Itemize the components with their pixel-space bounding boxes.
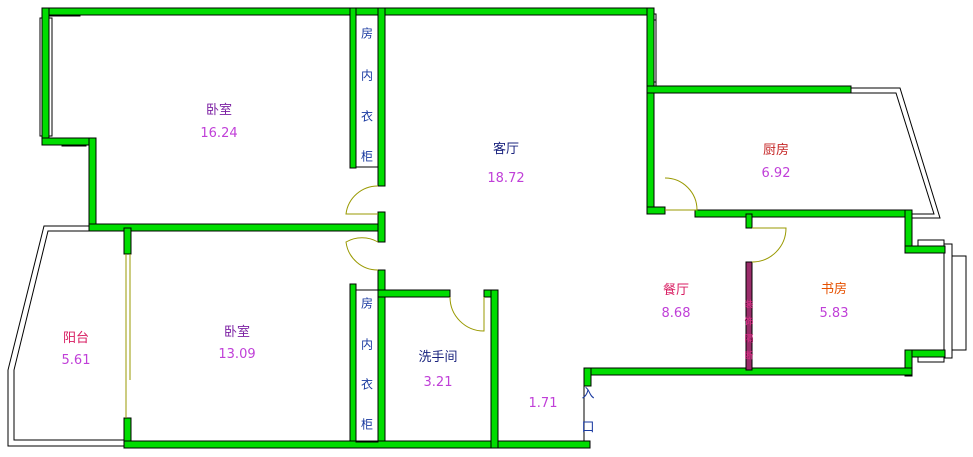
kitchen-name: 厨房 <box>762 143 790 158</box>
washroom-name: 洗手间 <box>418 350 458 365</box>
entrance-char-2: 口 <box>581 420 595 436</box>
living-area: 18.72 <box>487 171 525 186</box>
partition-char-2: 饰 <box>744 317 754 328</box>
closet-bottom-char-3: 衣 <box>360 377 374 392</box>
partition-char-1: 装 <box>744 300 754 311</box>
closet-bottom-char-2: 内 <box>360 337 374 352</box>
closet-lines <box>355 14 585 443</box>
balcony-outline <box>7 225 126 447</box>
kitchen-outline <box>850 87 941 219</box>
study-name: 书房 <box>820 282 848 297</box>
closet-top-char-1: 房 <box>360 26 374 41</box>
study-area: 5.83 <box>819 306 849 321</box>
kitchen-area: 6.92 <box>761 166 791 181</box>
dining-name: 餐厅 <box>662 283 690 298</box>
closet-top-char-3: 衣 <box>360 109 374 124</box>
living-name: 客厅 <box>492 142 520 157</box>
entrance-char-1: 入 <box>581 386 595 402</box>
dining-area: 8.68 <box>661 306 691 321</box>
closet-top-char-2: 内 <box>360 68 374 83</box>
bedroom2-area: 13.09 <box>218 347 256 362</box>
partition-char-4: 断 <box>744 351 754 362</box>
entry-area: 1.71 <box>528 396 558 411</box>
door-swings <box>125 177 787 418</box>
washroom-area: 3.21 <box>423 375 453 390</box>
closet-top-char-4: 柜 <box>360 149 374 164</box>
walls <box>41 7 946 449</box>
balcony-area: 5.61 <box>61 353 91 368</box>
bedroom1-area: 16.24 <box>200 126 238 141</box>
closet-bottom-char-1: 房 <box>360 296 374 311</box>
bedroom2-name: 卧室 <box>223 325 251 340</box>
partition-char-3: 隔 <box>744 334 754 345</box>
balcony-name: 阳台 <box>62 331 90 346</box>
closet-bottom-char-4: 柜 <box>360 417 374 432</box>
bedroom1-name: 卧室 <box>205 103 233 118</box>
